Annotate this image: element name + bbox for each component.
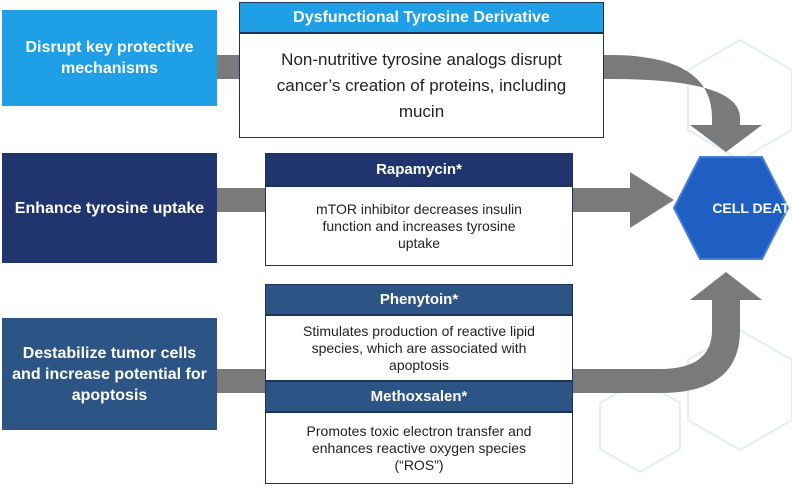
- phenytoin-description: Stimulates production of reactive lipid …: [265, 315, 573, 381]
- rapamycin-title: Rapamycin*: [265, 153, 573, 186]
- rapamycin-description: mTOR inhibitor decreases insulin functio…: [265, 186, 573, 266]
- methoxsalen-title: Methoxsalen*: [265, 381, 573, 412]
- strategy-enhance-tyrosine-uptake: Enhance tyrosine uptake: [2, 153, 217, 263]
- tyrosine-derivative-description: Non-nutritive tyrosine analogs disrupt c…: [239, 33, 604, 138]
- strategy-destabilize-tumor-cells: Destabilize tumor cells and increase pot…: [2, 318, 217, 430]
- strategy-disrupt-protective-mechanisms: Disrupt key protective mechanisms: [2, 10, 217, 106]
- methoxsalen-description: Promotes toxic electron transfer and enh…: [265, 412, 573, 484]
- phenytoin-title: Phenytoin*: [265, 284, 573, 315]
- cell-death-label: CELL DEATH: [712, 200, 792, 216]
- tyrosine-derivative-title: Dysfunctional Tyrosine Derivative: [239, 2, 604, 33]
